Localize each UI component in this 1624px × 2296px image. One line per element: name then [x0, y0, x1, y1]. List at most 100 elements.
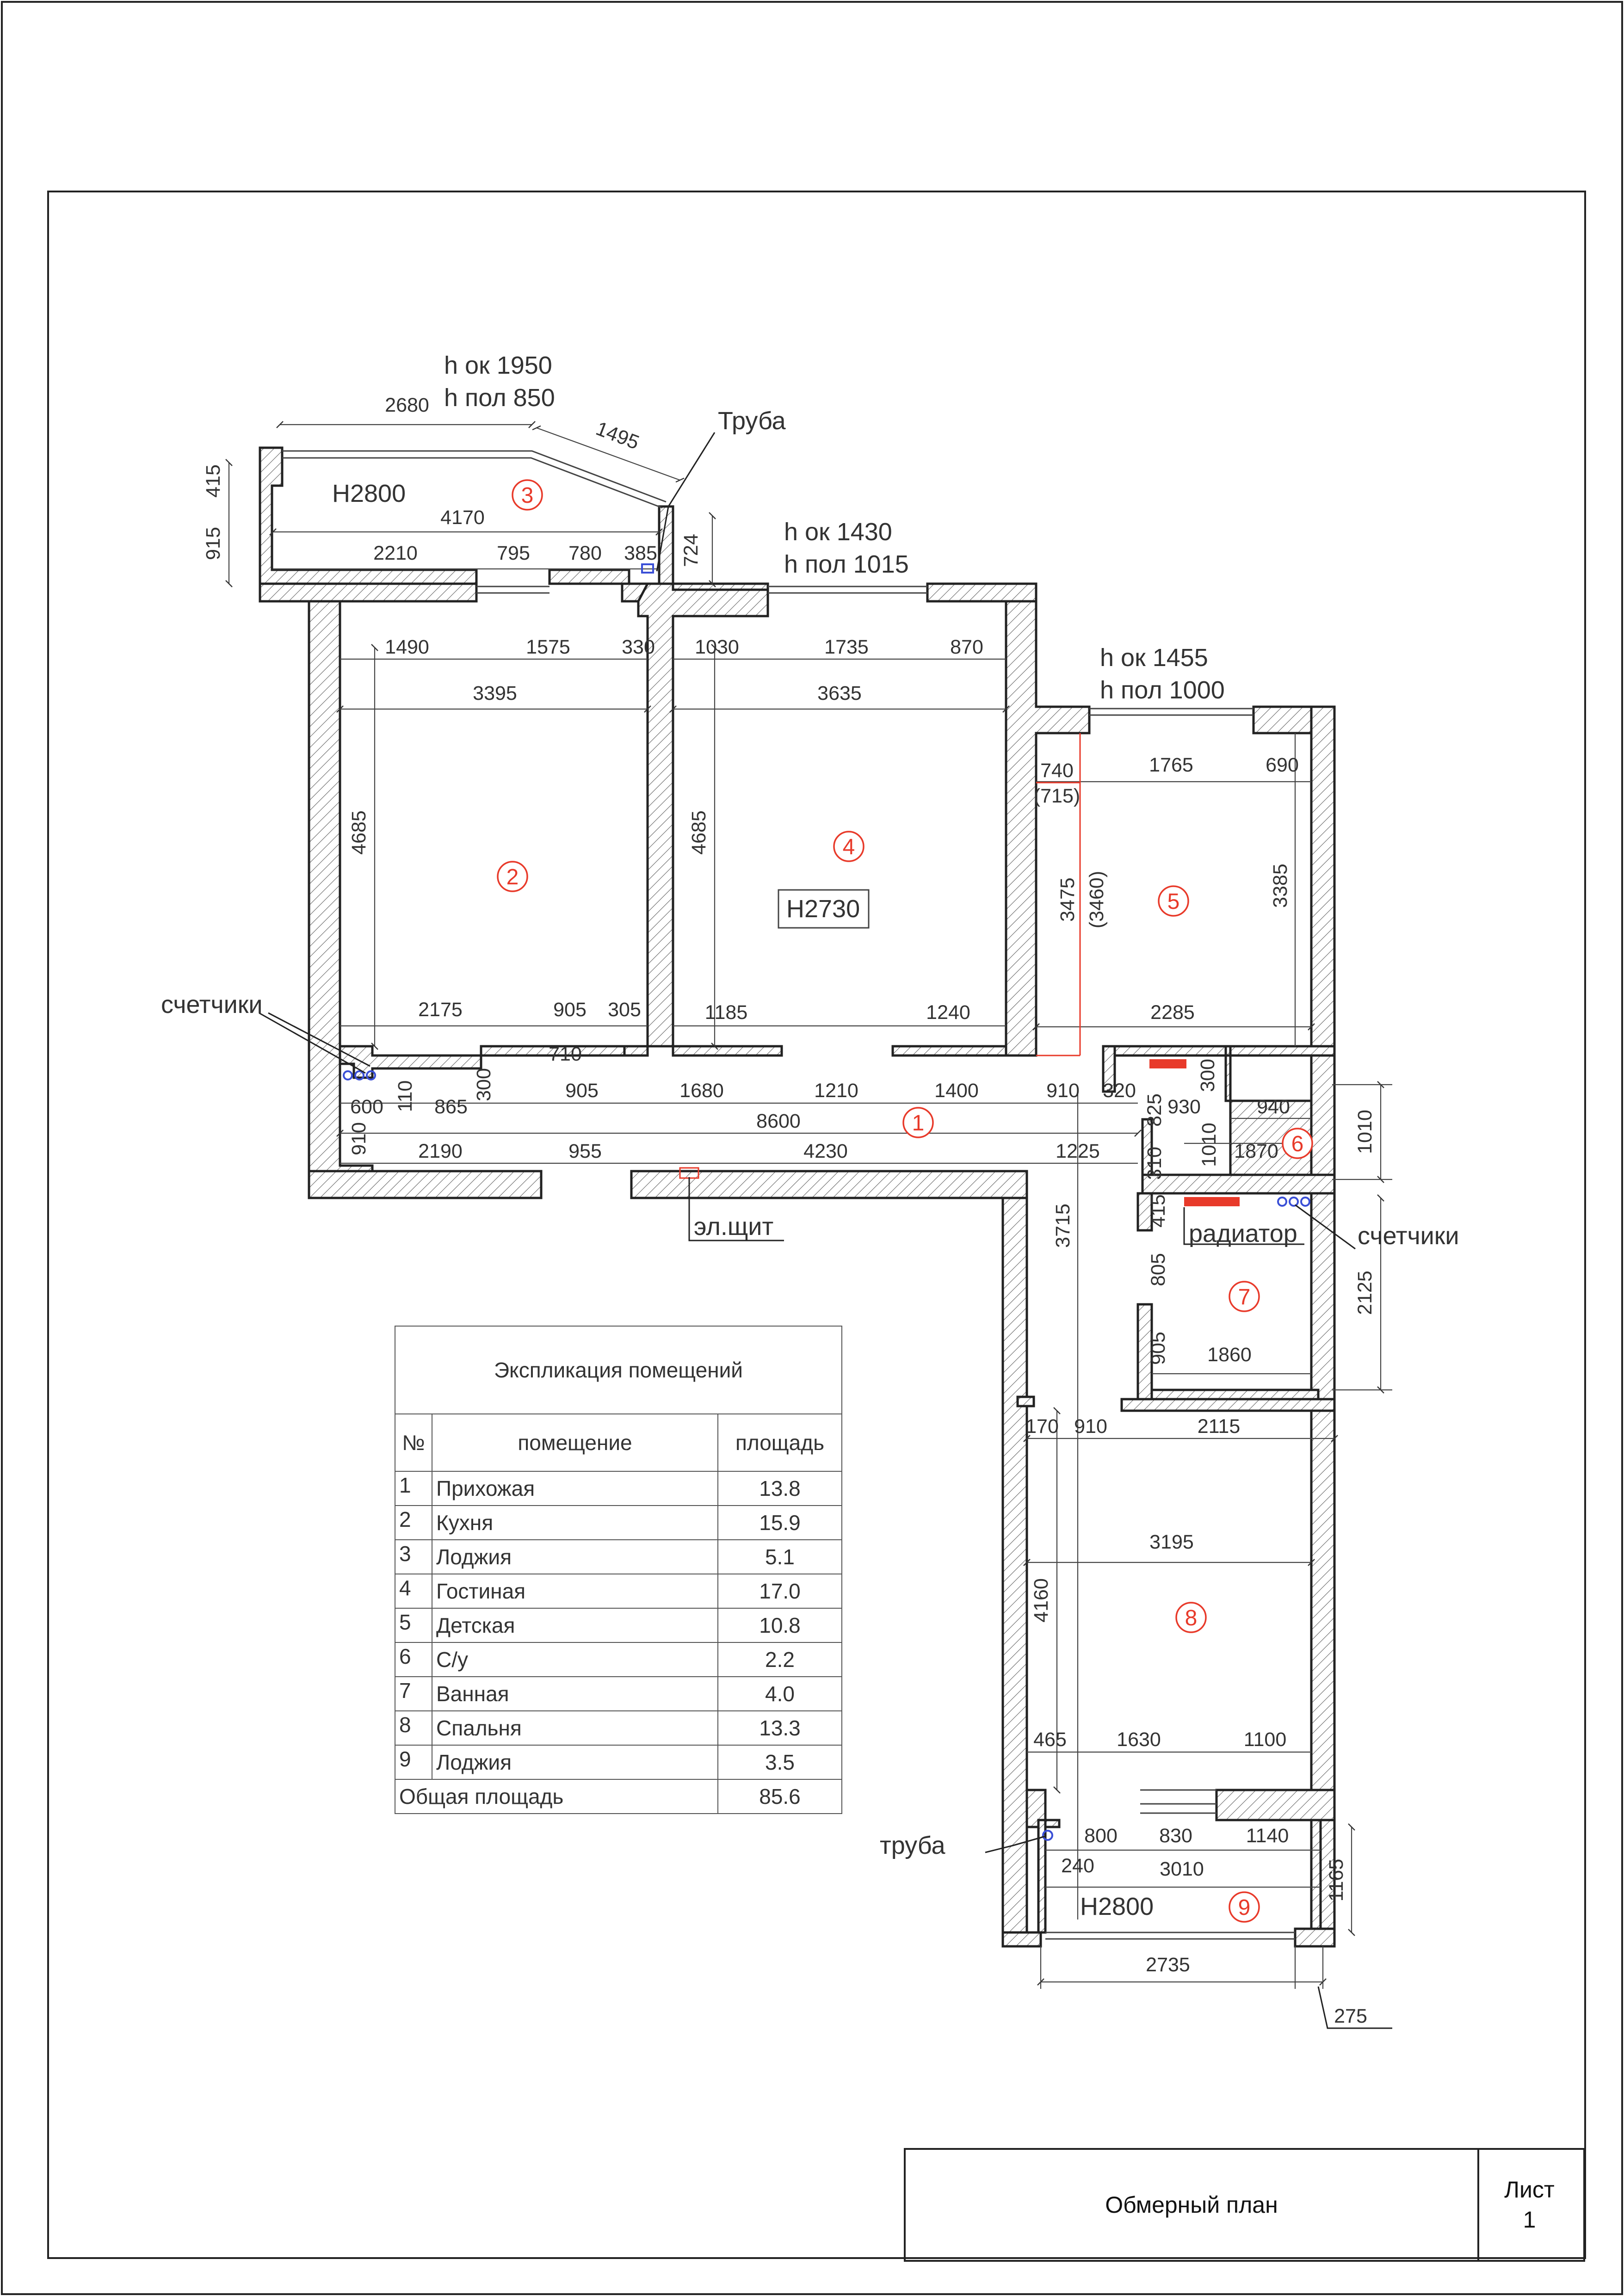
dim-1140: 1140 — [1246, 1825, 1289, 1847]
stamp-drawing-name: Обмерный план — [904, 2148, 1479, 2262]
room-number-5: 5 — [1158, 885, 1189, 917]
dim-110: 110 — [394, 1080, 416, 1112]
dim-4685a: 4685 — [348, 810, 370, 855]
dim-3460: (3460) — [1086, 871, 1108, 928]
dim-1575: 1575 — [526, 636, 570, 658]
dim-2735: 2735 — [1146, 1954, 1190, 1976]
window-note-2-ok: h ок 1430 — [784, 518, 892, 546]
dim-910c: 910 — [1074, 1415, 1107, 1438]
room-number-8: 8 — [1175, 1602, 1207, 1633]
dimension-texts: 2680 1495 415 915 4170 2210 795 780 385 … — [202, 394, 1376, 2027]
dim-1010a: 1010 — [1198, 1123, 1220, 1167]
dim-800: 800 — [1084, 1825, 1118, 1847]
window-note-2-pol: h пол 1015 — [784, 550, 909, 578]
dim-1225: 1225 — [1056, 1140, 1100, 1162]
dim-3475: 3475 — [1056, 877, 1079, 922]
dim-310: 310 — [1143, 1147, 1166, 1180]
label-meters-left: счетчики — [161, 991, 263, 1018]
dim-1210: 1210 — [814, 1080, 858, 1102]
dim-905b: 905 — [565, 1080, 599, 1102]
dim-1860: 1860 — [1207, 1344, 1252, 1366]
svg-text:2: 2 — [506, 865, 519, 889]
dim-300a: 300 — [473, 1068, 495, 1101]
explication-title: Экспликация помещений — [395, 1326, 842, 1414]
ceiling-living: H2730 — [786, 895, 860, 923]
stamp-sheet-number: 1 — [1523, 2207, 1536, 2233]
dim-2190: 2190 — [418, 1140, 463, 1162]
dim-2210: 2210 — [373, 542, 418, 564]
header-room: помещение — [432, 1413, 718, 1472]
dim-1165: 1165 — [1325, 1859, 1347, 1901]
pipe-top-mark — [641, 563, 654, 574]
dim-1735: 1735 — [824, 636, 869, 658]
room-number-9: 9 — [1229, 1891, 1260, 1923]
dim-4160: 4160 — [1030, 1578, 1052, 1623]
dim-3385: 3385 — [1269, 864, 1291, 908]
dim-3715: 3715 — [1052, 1204, 1074, 1248]
dim-1495: 1495 — [593, 417, 642, 454]
dim-305: 305 — [608, 999, 641, 1021]
header-no: № — [395, 1413, 432, 1472]
dim-385: 385 — [624, 542, 657, 564]
glazing — [282, 450, 1295, 1940]
dim-710: 710 — [549, 1043, 582, 1065]
dim-1490: 1490 — [385, 636, 429, 658]
dim-465: 465 — [1033, 1728, 1067, 1751]
dim-940: 940 — [1257, 1096, 1290, 1118]
sheet-inner-frame — [47, 191, 1586, 2259]
label-panel: эл.щит — [694, 1213, 773, 1241]
walls — [259, 446, 1336, 1948]
room-number-4: 4 — [833, 831, 864, 862]
dim-2285: 2285 — [1150, 1001, 1195, 1024]
ceiling-living-box — [778, 889, 870, 929]
svg-text:7: 7 — [1238, 1285, 1251, 1309]
ceiling-loggia-top: H2800 — [332, 480, 406, 507]
dim-415b: 415 — [1147, 1194, 1169, 1228]
dim-4685b: 4685 — [688, 810, 710, 855]
dim-2115: 2115 — [1198, 1415, 1240, 1438]
dimension-lines — [225, 421, 1392, 2029]
dim-1400: 1400 — [934, 1080, 979, 1102]
red-measure-lines — [1036, 733, 1081, 1056]
dim-690: 690 — [1266, 754, 1299, 776]
dim-1765: 1765 — [1149, 754, 1193, 776]
meters-left-icon — [343, 1070, 376, 1080]
dim-1240: 1240 — [926, 1001, 970, 1024]
dim-320: 320 — [1103, 1080, 1136, 1102]
dim-2680: 2680 — [385, 394, 429, 416]
dim-870: 870 — [950, 636, 983, 658]
dim-3395: 3395 — [473, 682, 517, 704]
dim-1030: 1030 — [695, 636, 739, 658]
dim-8600: 8600 — [756, 1110, 801, 1132]
window-note-3-ok: h ок 1455 — [1100, 644, 1208, 672]
dim-170: 170 — [1025, 1415, 1059, 1438]
svg-text:6: 6 — [1291, 1132, 1304, 1156]
window-note-1-ok: h ок 1950 — [444, 352, 552, 379]
label-radiator: радиатор — [1189, 1220, 1297, 1247]
radiator-kids — [1149, 1059, 1186, 1068]
dim-930: 930 — [1167, 1096, 1201, 1118]
dim-1010b: 1010 — [1354, 1110, 1376, 1154]
window-note-1-pol: h пол 850 — [444, 384, 555, 412]
dim-724: 724 — [680, 534, 702, 567]
room-number-3: 3 — [512, 479, 543, 511]
dim-955: 955 — [568, 1140, 602, 1162]
dim-3195: 3195 — [1149, 1531, 1194, 1553]
dim-1630: 1630 — [1117, 1728, 1161, 1751]
meters-right-icon — [1277, 1197, 1310, 1207]
dim-740: 740 — [1040, 759, 1074, 782]
dim-915: 915 — [202, 527, 224, 560]
dim-275: 275 — [1334, 2005, 1367, 2027]
dim-1185: 1185 — [705, 1001, 747, 1024]
dim-3010: 3010 — [1160, 1858, 1204, 1880]
dim-3635: 3635 — [817, 682, 862, 704]
